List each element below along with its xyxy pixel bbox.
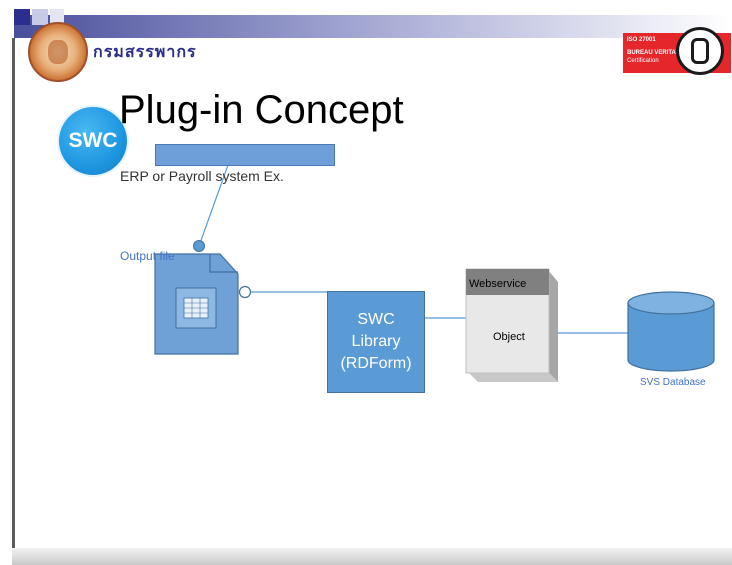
library-line: SWC: [357, 311, 395, 328]
bureau-veritas-seal-icon: [676, 27, 724, 75]
connector-erp-output: [198, 164, 229, 247]
cert-standard: ISO 27001: [627, 37, 656, 43]
revenue-department-seal-logo: [28, 22, 88, 82]
library-line: Library: [351, 333, 401, 350]
swc-library-box: SWC Library (RDForm): [327, 291, 425, 393]
database-label: SVS Database: [640, 377, 706, 388]
webservice-object-label: Object: [493, 331, 525, 343]
database-cylinder: [627, 291, 715, 372]
output-file-label: Output file: [120, 249, 175, 263]
left-rule: [12, 38, 15, 548]
decor-square: [14, 9, 30, 25]
seal-mark: [691, 38, 709, 64]
slide-title: Plug-in Concept: [119, 88, 404, 132]
webservice-cube: [465, 268, 558, 382]
connector-node: [193, 240, 205, 252]
cert-body: BUREAU VERITAS: [627, 50, 680, 56]
output-file-icon: [154, 253, 239, 355]
erp-system-box: [155, 144, 335, 166]
output-port: [238, 285, 252, 299]
swc-badge: SWC: [59, 107, 127, 175]
decor-square: [50, 9, 64, 25]
cert-type: Certification: [627, 58, 659, 64]
library-line: (RDForm): [340, 355, 412, 372]
footer-bar: [12, 548, 732, 565]
seal-emblem: [48, 40, 68, 64]
header-banner: [14, 15, 732, 38]
erp-label: ERP or Payroll system Ex.: [120, 168, 284, 184]
decor-square: [32, 9, 48, 25]
org-name: กรมสรรพากร: [93, 44, 197, 61]
webservice-title: Webservice: [469, 278, 527, 290]
